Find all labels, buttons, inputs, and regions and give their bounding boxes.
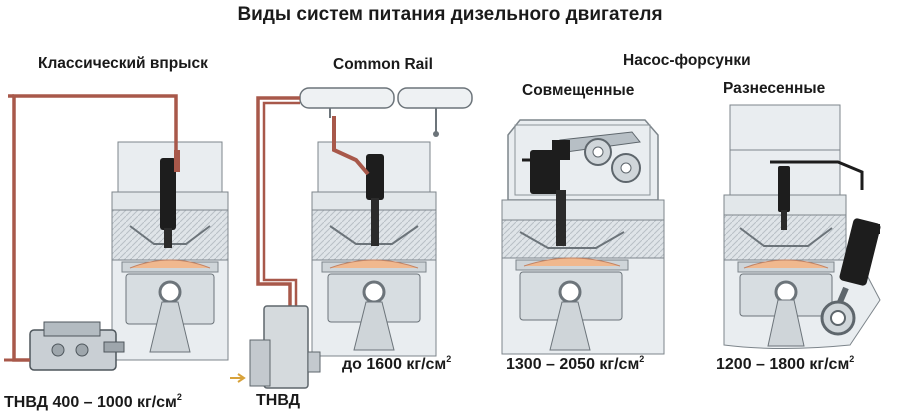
- label-pump-injectors: Насос-форсунки: [623, 52, 751, 69]
- label-classic-injection: Классический впрыск: [38, 55, 208, 72]
- engine-classic: [111, 141, 229, 361]
- engine-pump-injector-separated: [723, 104, 881, 349]
- label-common-rail: Common Rail: [333, 56, 433, 73]
- pressure-combined: 1300 – 2050 кг/см2: [506, 354, 645, 373]
- label-separated: Разнесенные: [723, 80, 826, 97]
- common-rail-pump: [230, 305, 321, 389]
- label-combined: Совмещенные: [522, 82, 635, 99]
- engine-common-rail: [299, 87, 473, 357]
- pressure-common-rail: до 1600 кг/см2: [342, 354, 452, 373]
- pressure-separated: 1200 – 1800 кг/см2: [716, 354, 855, 373]
- engine-pump-injector-combined: [501, 119, 665, 355]
- pressure-classic: ТНВД 400 – 1000 кг/см2: [4, 392, 182, 411]
- classic-injection-pump: [4, 321, 125, 371]
- common-rail-fuel-line: [256, 96, 300, 308]
- page-title: Виды систем питания дизельного двигателя: [237, 4, 663, 25]
- label-common-rail-pump: ТНВД: [256, 392, 301, 409]
